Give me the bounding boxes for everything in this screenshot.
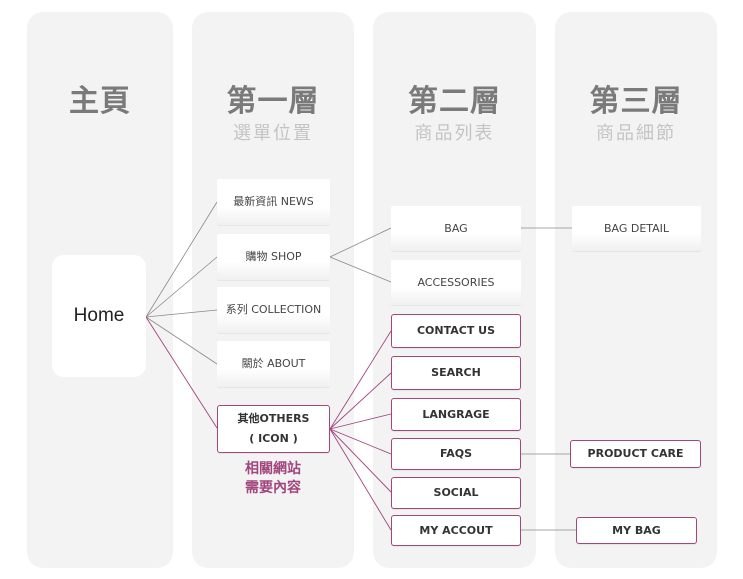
note-line-2: 需要內容: [245, 480, 301, 496]
column-subtitle-level-1: 選單位置: [233, 123, 313, 144]
connector-home-collection: [145, 309, 218, 318]
level2-langrage: LANGRAGE: [391, 398, 521, 431]
note-line-1: 相關網站: [245, 461, 301, 477]
column-title-level-1: 第一層: [226, 84, 320, 119]
level1-shop: 購物 SHOP: [217, 234, 330, 280]
connector-others-langrage: [329, 413, 392, 430]
connector-others-faqs: [329, 428, 392, 455]
column-subtitle-level-3: 商品細節: [596, 123, 676, 144]
level1-others-label: 其他OTHERS: [237, 412, 310, 425]
level3-my-bag: MY BAG: [576, 517, 697, 544]
connector-shop-bag: [329, 227, 392, 258]
column-level-3: 第三層 商品細節: [555, 12, 717, 568]
level3-bag-detail: BAG DETAIL: [572, 206, 701, 251]
connector-home-news: [145, 201, 218, 318]
related-sites-note: 相關網站 需要內容: [216, 460, 330, 498]
level2-search: SEARCH: [391, 356, 521, 390]
column-title-home: 主頁: [69, 84, 131, 119]
level1-others-icon-label: ( ICON ): [249, 432, 298, 445]
level1-collection: 系列 COLLECTION: [217, 287, 330, 333]
column-title-level-3: 第三層: [589, 84, 683, 119]
level2-bag: BAG: [391, 206, 521, 251]
connector-others-account: [329, 428, 392, 531]
level2-my-account: MY ACCOUT: [391, 515, 521, 546]
connector-shop-accessories: [329, 256, 392, 283]
connector-home-shop: [145, 256, 218, 318]
level2-contact-us: CONTACT US: [391, 314, 521, 348]
connector-others-search: [329, 372, 392, 430]
level2-accessories: ACCESSORIES: [391, 260, 521, 305]
level1-about: 關於 ABOUT: [217, 341, 330, 387]
connector-home-others: [145, 316, 218, 429]
home-node: Home: [52, 255, 146, 377]
level2-faqs: FAQS: [391, 438, 521, 470]
column-title-level-2: 第二層: [408, 84, 501, 119]
connector-others-contact: [329, 330, 392, 430]
column-subtitle-level-2: 商品列表: [414, 123, 495, 144]
level2-social: SOCIAL: [391, 477, 521, 509]
connector-home-about: [145, 316, 218, 365]
level3-product-care: PRODUCT CARE: [570, 440, 701, 468]
connector-others-social: [329, 428, 392, 493]
level1-news: 最新資訊 NEWS: [217, 179, 330, 225]
level1-others: 其他OTHERS ( ICON ): [217, 405, 330, 453]
